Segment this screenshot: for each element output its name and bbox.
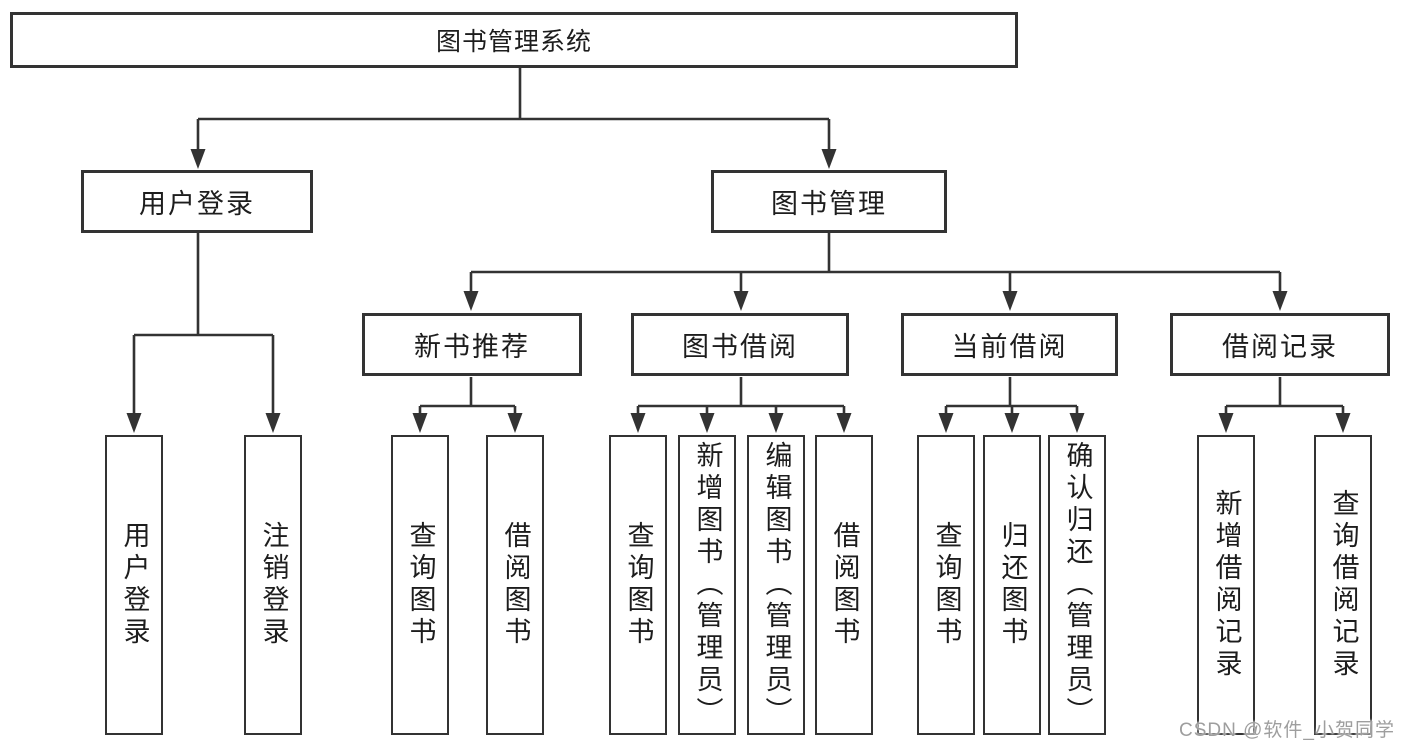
leaf-user-login-label: 用户登录 (119, 521, 150, 649)
node-book-borrowing-label: 图书借阅 (682, 332, 798, 362)
leaf-return-books-label: 归还图书 (997, 521, 1028, 649)
leaf-edit-books-admin: 编辑图书（管理员） (747, 435, 805, 735)
leaf-query-books-current-label: 查询图书 (931, 521, 962, 649)
node-book-management-label: 图书管理 (771, 189, 887, 219)
leaf-query-books-borrowing: 查询图书 (609, 435, 667, 735)
leaf-add-books-admin-label: 新增图书（管理员） (692, 441, 723, 729)
node-current-borrowing-label: 当前借阅 (951, 332, 1068, 362)
leaf-borrow-books-recommend: 借阅图书 (486, 435, 544, 735)
leaf-borrow-books-borrowing: 借阅图书 (815, 435, 873, 735)
leaf-logout-label: 注销登录 (258, 521, 289, 649)
connector-root-to-level2 (190, 68, 837, 169)
node-book-borrowing: 图书借阅 (631, 313, 849, 376)
leaf-query-books-recommend-label: 查询图书 (405, 521, 436, 649)
leaf-query-books-borrowing-label: 查询图书 (623, 521, 654, 649)
connector-newbook-to-leaves (412, 377, 523, 433)
leaf-logout: 注销登录 (244, 435, 302, 735)
leaf-borrow-books-recommend-label: 借阅图书 (500, 521, 531, 649)
node-user-login-label: 用户登录 (139, 189, 255, 219)
csdn-watermark: CSDN @软件_小贺同学 (1179, 720, 1395, 741)
leaf-query-borrow-record-label: 查询借阅记录 (1328, 489, 1359, 681)
connector-records-to-leaves (1218, 377, 1351, 433)
node-root-system: 图书管理系统 (10, 12, 1018, 68)
leaf-user-login: 用户登录 (105, 435, 163, 735)
node-borrowing-records: 借阅记录 (1170, 313, 1390, 376)
leaf-add-books-admin: 新增图书（管理员） (678, 435, 736, 735)
node-book-management: 图书管理 (711, 170, 947, 233)
leaf-query-borrow-record: 查询借阅记录 (1314, 435, 1372, 735)
node-root-label: 图书管理系统 (435, 28, 592, 56)
leaf-borrow-books-borrowing-label: 借阅图书 (829, 521, 860, 649)
leaf-query-books-recommend: 查询图书 (391, 435, 449, 735)
leaf-confirm-return-admin: 确认归还（管理员） (1048, 435, 1106, 735)
node-user-login: 用户登录 (81, 170, 313, 233)
leaf-edit-books-admin-label: 编辑图书（管理员） (761, 441, 792, 729)
leaf-query-books-current: 查询图书 (917, 435, 975, 735)
connector-current-to-leaves (938, 377, 1085, 433)
leaf-confirm-return-admin-label: 确认归还（管理员） (1062, 441, 1093, 729)
leaf-add-borrow-record-label: 新增借阅记录 (1211, 489, 1242, 681)
connector-bookmgmt-to-level3 (463, 233, 1288, 311)
connector-borrowing-to-leaves (630, 377, 852, 433)
node-new-book-recommend: 新书推荐 (362, 313, 582, 376)
connector-userlogin-to-leaves (126, 233, 281, 433)
leaf-return-books: 归还图书 (983, 435, 1041, 735)
leaf-add-borrow-record: 新增借阅记录 (1197, 435, 1255, 735)
node-new-book-recommend-label: 新书推荐 (414, 332, 530, 362)
node-current-borrowing: 当前借阅 (901, 313, 1118, 376)
node-borrowing-records-label: 借阅记录 (1222, 332, 1338, 362)
